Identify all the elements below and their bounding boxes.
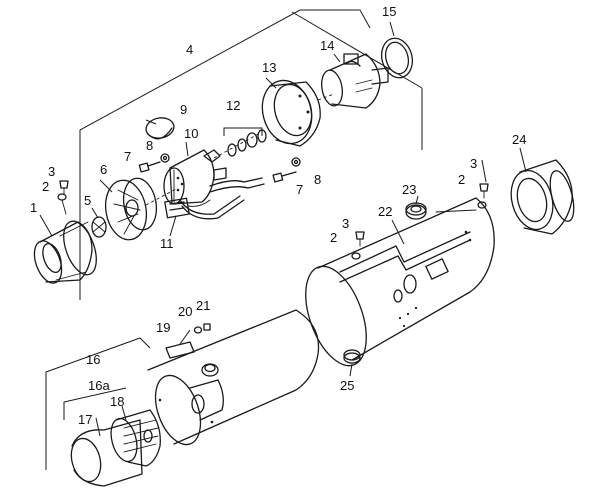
part-7-bolt-right	[272, 171, 297, 183]
callout-16a: 16a	[88, 378, 110, 393]
callout-2: 2	[42, 179, 49, 194]
part-17-sleeve	[70, 419, 143, 487]
callout-3-middle: 3	[342, 216, 349, 231]
part-3-screw-middle	[355, 231, 365, 247]
part-25-grommet	[343, 349, 361, 364]
part-18-liner	[110, 409, 161, 467]
callout-25: 25	[340, 378, 354, 393]
part-6-impeller	[104, 177, 179, 241]
part-3-screw-right	[479, 183, 489, 199]
part-20-washer	[193, 326, 203, 334]
part-22-outer-tube	[305, 197, 495, 367]
callout-7: 7	[124, 149, 131, 164]
callout-6: 6	[100, 162, 107, 177]
callout-3-right: 3	[470, 156, 477, 171]
callout-5: 5	[84, 193, 91, 208]
part-7-bolt-left	[138, 161, 161, 173]
part-9-clamp	[145, 117, 175, 140]
leader-lines	[39, 21, 527, 437]
part-2-washer-left	[57, 193, 67, 215]
callout-23: 23	[402, 182, 416, 197]
callout-22: 22	[378, 204, 392, 219]
callout-labels: 1 2 3 4 5 6 7 8 9 10 11 12 13 14 15 8 7 …	[30, 4, 526, 427]
callout-4: 4	[186, 42, 193, 57]
part-24-outlet-flange	[510, 159, 575, 235]
callout-18: 18	[110, 394, 124, 409]
callout-10: 10	[184, 126, 198, 141]
callout-8: 8	[146, 138, 153, 153]
assembly-16-bracket	[45, 337, 151, 470]
part-19-plate	[165, 341, 195, 359]
callout-19: 19	[156, 320, 170, 335]
part-23-grommet	[405, 202, 427, 220]
callout-12: 12	[226, 98, 240, 113]
callout-2-right: 2	[458, 172, 465, 187]
part-21-nut	[203, 323, 211, 331]
callout-21: 21	[196, 298, 210, 313]
part-10-motor	[163, 149, 265, 220]
callout-16: 16	[86, 352, 100, 367]
part-12-hardware-set	[213, 127, 267, 159]
part-3-screw-left	[59, 180, 69, 195]
callout-1: 1	[30, 200, 37, 215]
callout-3: 3	[48, 164, 55, 179]
part-13-bearing-housing	[261, 79, 321, 147]
part-1-front-housing	[33, 220, 97, 284]
part-8-washer-left	[160, 153, 170, 163]
callout-8-right: 8	[314, 172, 321, 187]
callout-7-right: 7	[296, 182, 303, 197]
assembly-4-bracket	[79, 9, 423, 300]
callout-9: 9	[180, 102, 187, 117]
callout-24: 24	[512, 132, 526, 147]
callout-13: 13	[262, 60, 276, 75]
callout-2-middle: 2	[330, 230, 337, 245]
part-5-coupler	[91, 216, 107, 238]
callout-11: 11	[160, 236, 174, 251]
part-11-wire-harness	[164, 197, 211, 219]
lower-combustion-tube	[147, 309, 320, 446]
part-2-washer-right	[477, 201, 487, 209]
part-8-washer-right	[291, 157, 301, 167]
callout-15: 15	[382, 4, 396, 19]
part-14-motor-end	[317, 53, 389, 109]
callout-17: 17	[78, 412, 92, 427]
callout-14: 14	[320, 38, 334, 53]
part-15-ring-gasket	[380, 37, 414, 79]
callout-20: 20	[178, 304, 192, 319]
part-2-washer-middle	[351, 252, 361, 260]
